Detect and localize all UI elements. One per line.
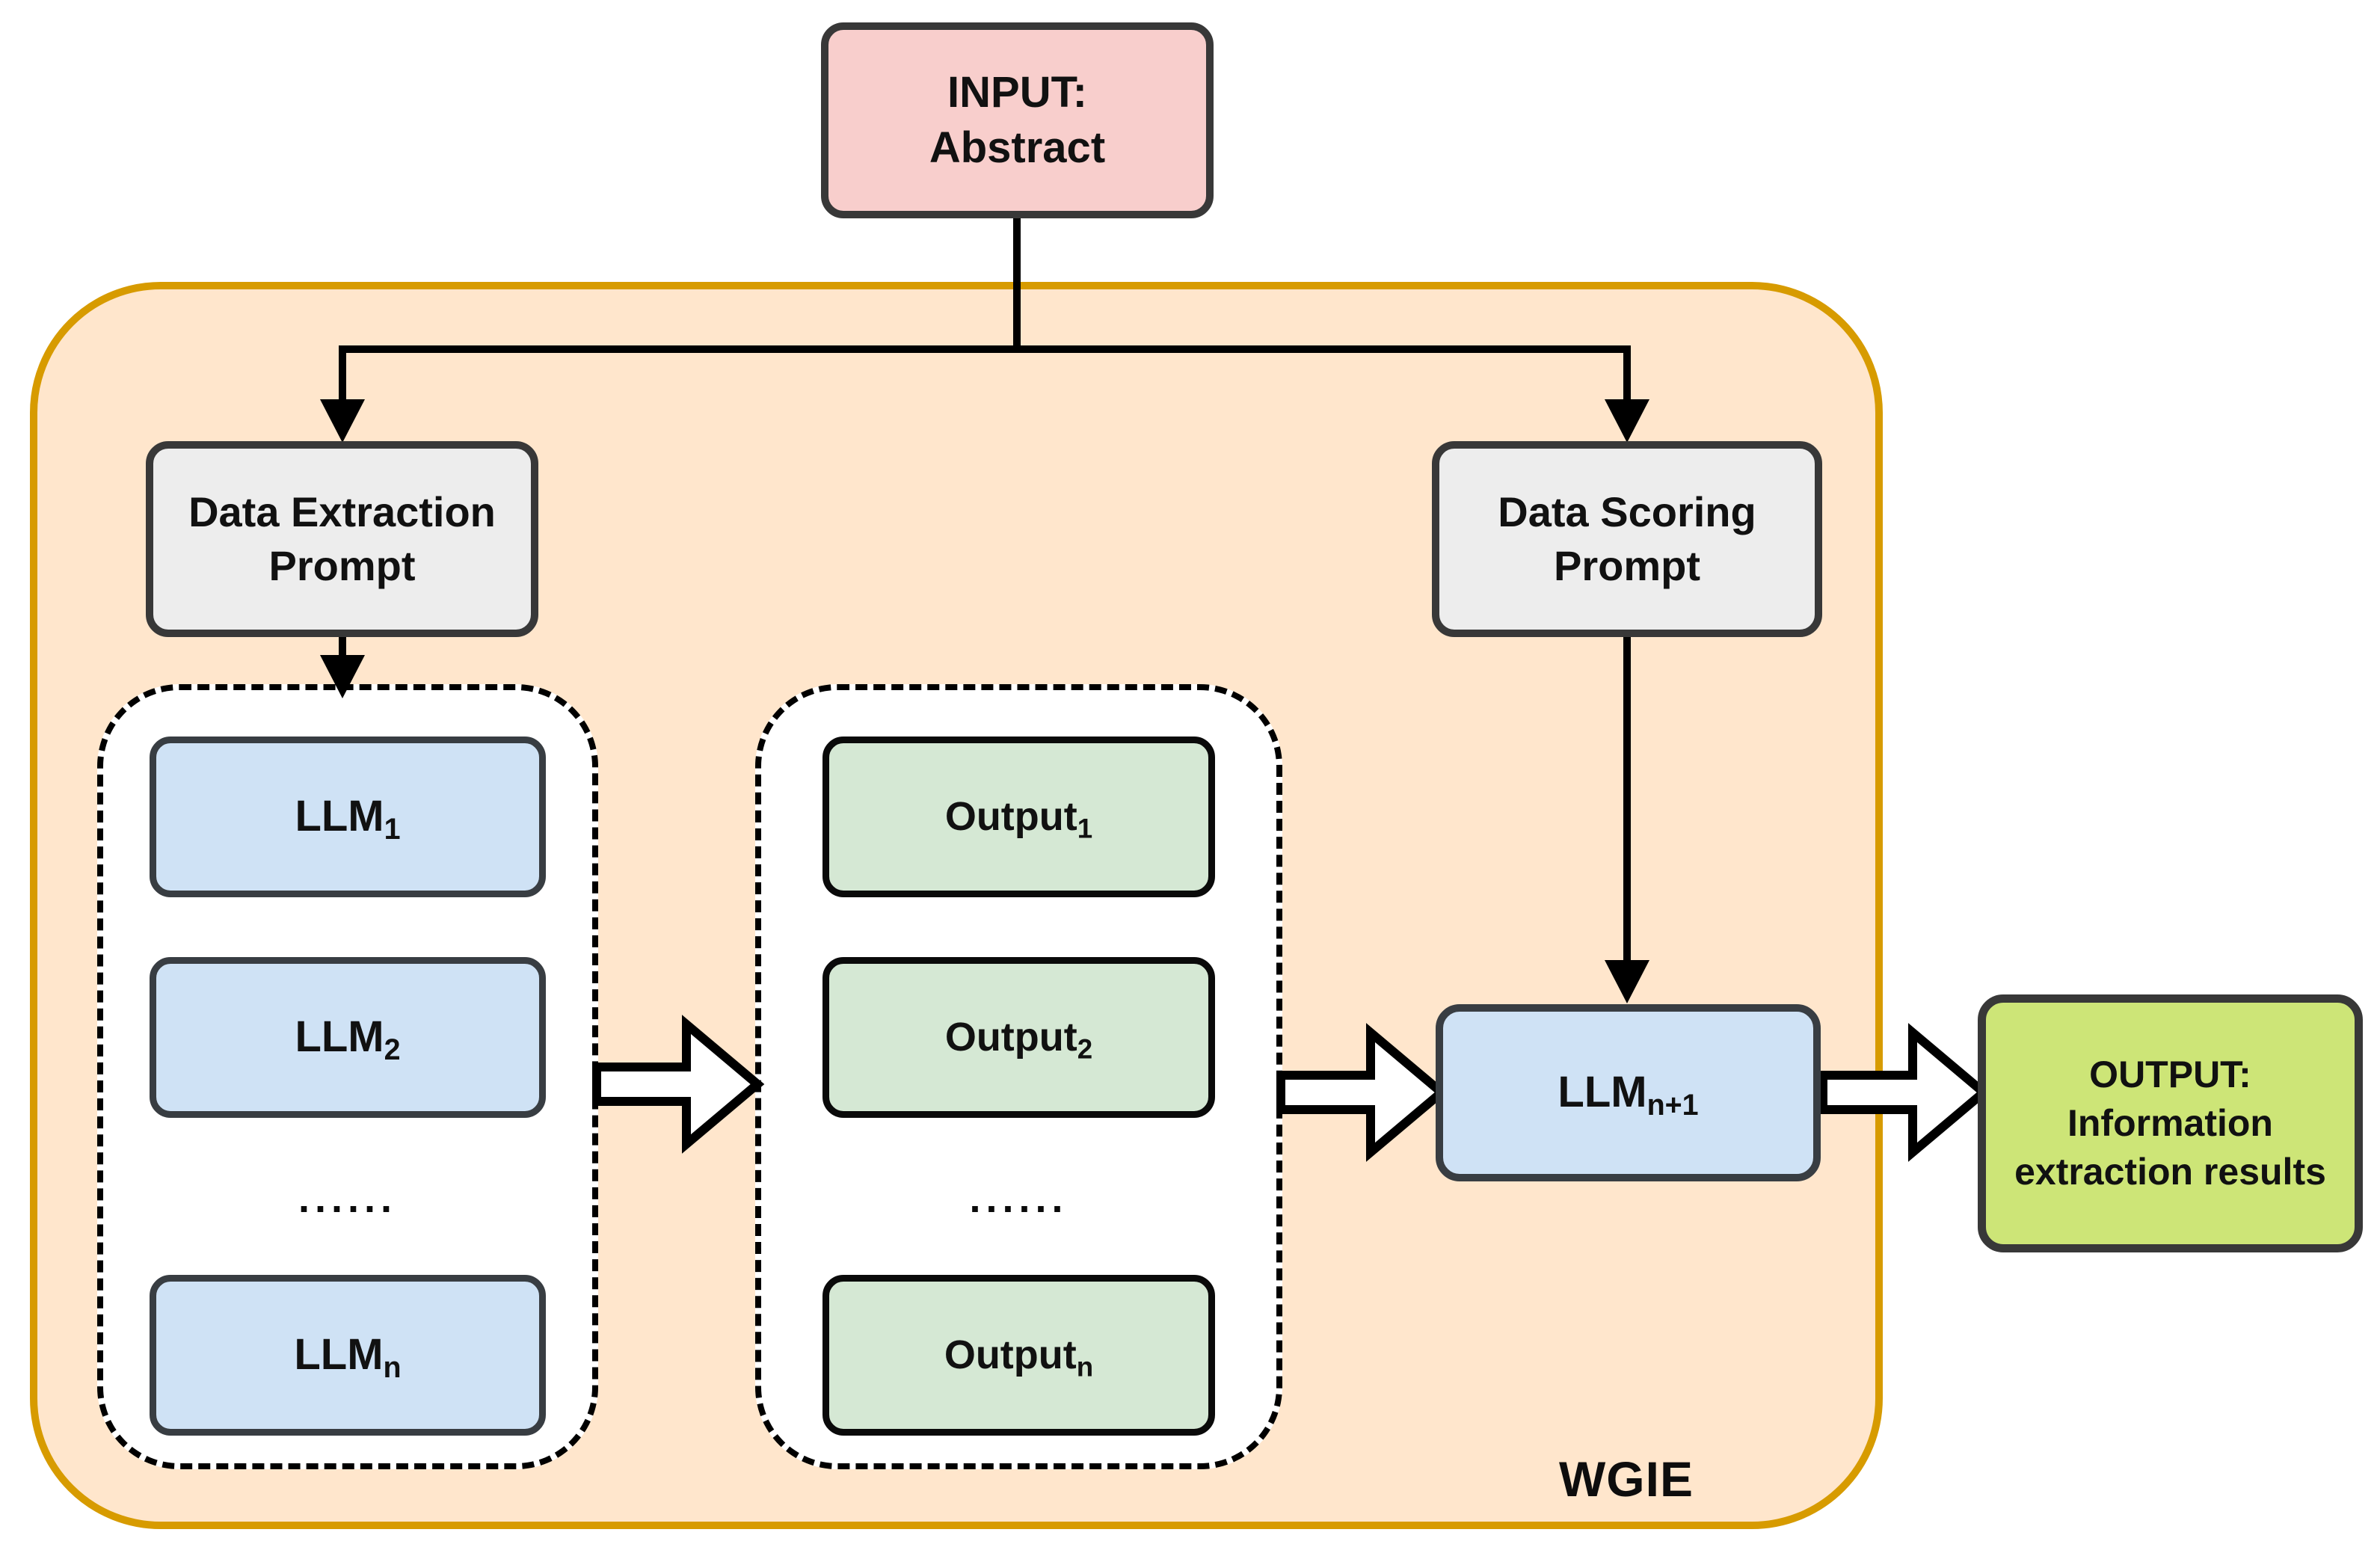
llm-n-node: LLMn — [150, 1275, 546, 1436]
arrowhead-to-aggregator — [1605, 960, 1649, 1003]
fat-arrow-aggregator-to-final-output — [1818, 1023, 1991, 1162]
llm-1-label: LLM1 — [295, 792, 401, 846]
output-1-node: Output1 — [822, 737, 1215, 897]
output-1-label: Output1 — [944, 793, 1093, 844]
llm-2-subscript: 2 — [384, 1033, 401, 1067]
final-output-node: OUTPUT: Information extraction results — [1978, 994, 2363, 1252]
arrowhead-to-scoring-prompt — [1605, 399, 1649, 443]
llm-2-label: LLM2 — [295, 1012, 401, 1067]
extraction-prompt-line2: Prompt — [268, 542, 416, 589]
llm-n-label: LLMn — [294, 1330, 402, 1385]
arrowheads — [320, 399, 1649, 1003]
input-abstract-node: INPUT: Abstract — [821, 22, 1214, 218]
extraction-prompt-line1: Data Extraction — [188, 488, 496, 536]
final-output-line1: OUTPUT: — [2089, 1054, 2251, 1095]
output-ellipsis: ...... — [969, 1176, 1068, 1221]
llm-2-node: LLM2 — [150, 957, 546, 1118]
data-extraction-prompt-node: Data Extraction Prompt — [146, 441, 538, 637]
input-label-line1: INPUT: — [947, 67, 1087, 117]
final-output-line2: Information — [2067, 1102, 2273, 1144]
connector-lines — [339, 217, 1631, 960]
llm-n-plus-1-label: LLMn+1 — [1558, 1068, 1699, 1122]
output-1-subscript: 1 — [1077, 813, 1093, 844]
wgie-container-label: WGIE — [1559, 1451, 1694, 1507]
llm-n-plus-1-subscript: n+1 — [1646, 1089, 1699, 1122]
arrowhead-to-extraction-prompt — [320, 399, 365, 443]
output-2-node: Output2 — [822, 957, 1215, 1118]
output-2-subscript: 2 — [1077, 1033, 1093, 1065]
output-n-label: Outputn — [944, 1332, 1094, 1383]
scoring-prompt-line1: Data Scoring — [1498, 488, 1756, 536]
input-label-line2: Abstract — [929, 123, 1106, 172]
fat-arrow-llms-to-outputs — [592, 1015, 765, 1154]
arrowhead-to-llm-group — [320, 655, 365, 698]
llm-n-plus-1-node: LLMn+1 — [1436, 1004, 1821, 1181]
llm-n-subscript: n — [383, 1351, 402, 1385]
llm-1-node: LLM1 — [150, 737, 546, 897]
scoring-prompt-line2: Prompt — [1554, 542, 1700, 589]
output-n-node: Outputn — [822, 1275, 1215, 1436]
output-2-label: Output2 — [944, 1014, 1093, 1065]
output-n-subscript: n — [1076, 1351, 1094, 1383]
data-scoring-prompt-node: Data Scoring Prompt — [1432, 441, 1822, 637]
fat-arrows — [592, 1015, 1991, 1162]
final-output-line3: extraction results — [2014, 1151, 2326, 1193]
fat-arrow-outputs-to-aggregator — [1276, 1023, 1449, 1162]
llm-1-subscript: 1 — [384, 813, 401, 846]
llm-ellipsis: ...... — [298, 1176, 398, 1221]
